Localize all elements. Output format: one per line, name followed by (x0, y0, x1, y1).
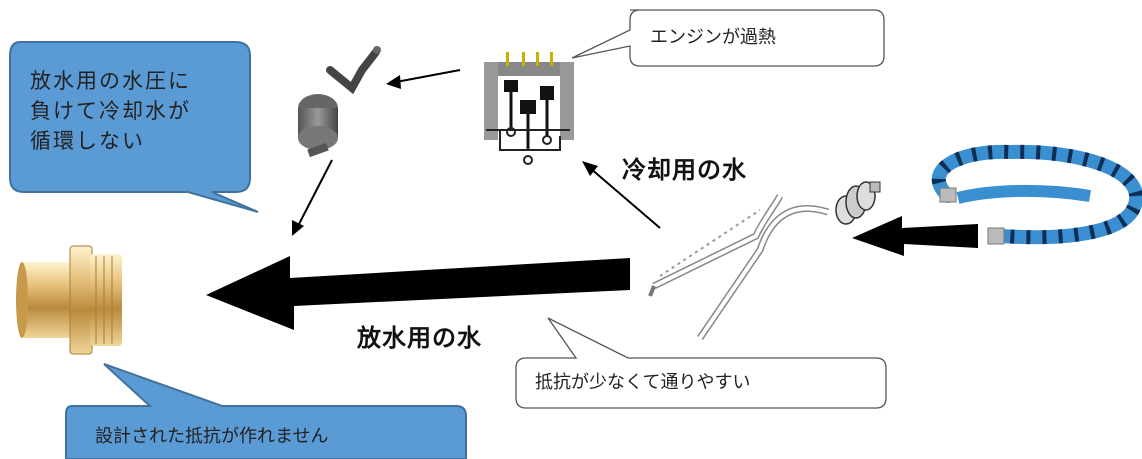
thick-arrows (206, 216, 978, 330)
callout-cooling-text: 放水用の水圧に 負けて冷却水が 循環しない (30, 69, 191, 153)
callout-design-text: 設計された抵抗が作れません (95, 426, 329, 447)
engine-icon (484, 52, 574, 165)
callout-low-resistance (515, 317, 887, 409)
callout-design-resistance (65, 363, 467, 459)
cooling-water-label: 冷却用の水 (622, 156, 747, 184)
arrows (292, 69, 661, 236)
callout-low-resistance-text: 抵抗が少なくて通りやすい (535, 372, 751, 393)
callout-cooling-not-circulating (9, 41, 259, 213)
pump-icon (298, 46, 381, 158)
coil-heat-exchanger-icon (648, 181, 881, 340)
discharge-water-label: 放水用の水 (357, 324, 482, 352)
brass-fitting-icon (16, 245, 122, 355)
callout-engine-overheat (571, 9, 885, 67)
callout-engine-text: エンジンが過熱 (650, 27, 776, 48)
hose-icon (931, 144, 1142, 245)
